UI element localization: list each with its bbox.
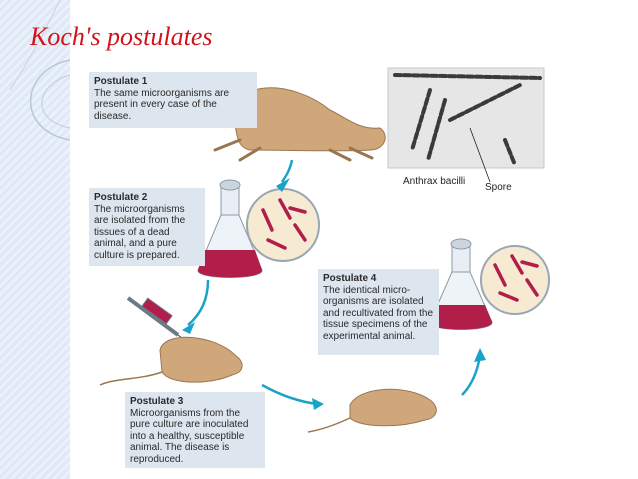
spore-label: Spore (485, 182, 512, 193)
postulate-2-heading: Postulate 2 (94, 192, 148, 203)
culture-flask-2 (429, 238, 493, 330)
postulate-4-text: The identical micro-organisms are isolat… (323, 284, 434, 342)
diseased-mouse-illustration (307, 388, 437, 433)
dead-animal-illustration (213, 87, 386, 162)
postulate-1-box: Postulate 1 The same microorganisms are … (89, 72, 257, 128)
culture-flask-1 (197, 179, 263, 278)
postulate-3-box: Postulate 3 Microorganisms from the pure… (125, 392, 265, 468)
decorative-curves (9, 0, 70, 141)
bacteria-culture-circle-1 (246, 188, 320, 262)
postulate-4-box: Postulate 4 The identical micro-organism… (318, 269, 439, 355)
postulate-1-heading: Postulate 1 (94, 76, 148, 87)
postulate-3-heading: Postulate 3 (130, 396, 184, 407)
postulate-1-text: The same microorganisms are present in e… (94, 87, 230, 122)
arrow-1-to-2 (280, 159, 294, 183)
postulate-3-text: Microorganisms from the pure culture are… (130, 407, 249, 465)
postulate-4-heading: Postulate 4 (323, 273, 377, 284)
arrow-heads (182, 178, 486, 410)
bacteria-culture-circle-2 (480, 245, 550, 315)
decorative-sidebar (0, 0, 70, 479)
arrow-2-to-3 (187, 279, 210, 326)
page-title: Koch's postulates (30, 22, 213, 51)
inoculated-mouse-illustration (99, 336, 243, 386)
anthrax-micrograph (387, 67, 545, 183)
postulate-2-box: Postulate 2 The microorganisms are isola… (89, 188, 205, 266)
anthrax-bacilli-label: Anthrax bacilli (403, 176, 466, 187)
arrow-3-to-sick (261, 383, 319, 406)
postulate-2-text: The microorganisms are isolated from the… (94, 203, 186, 261)
